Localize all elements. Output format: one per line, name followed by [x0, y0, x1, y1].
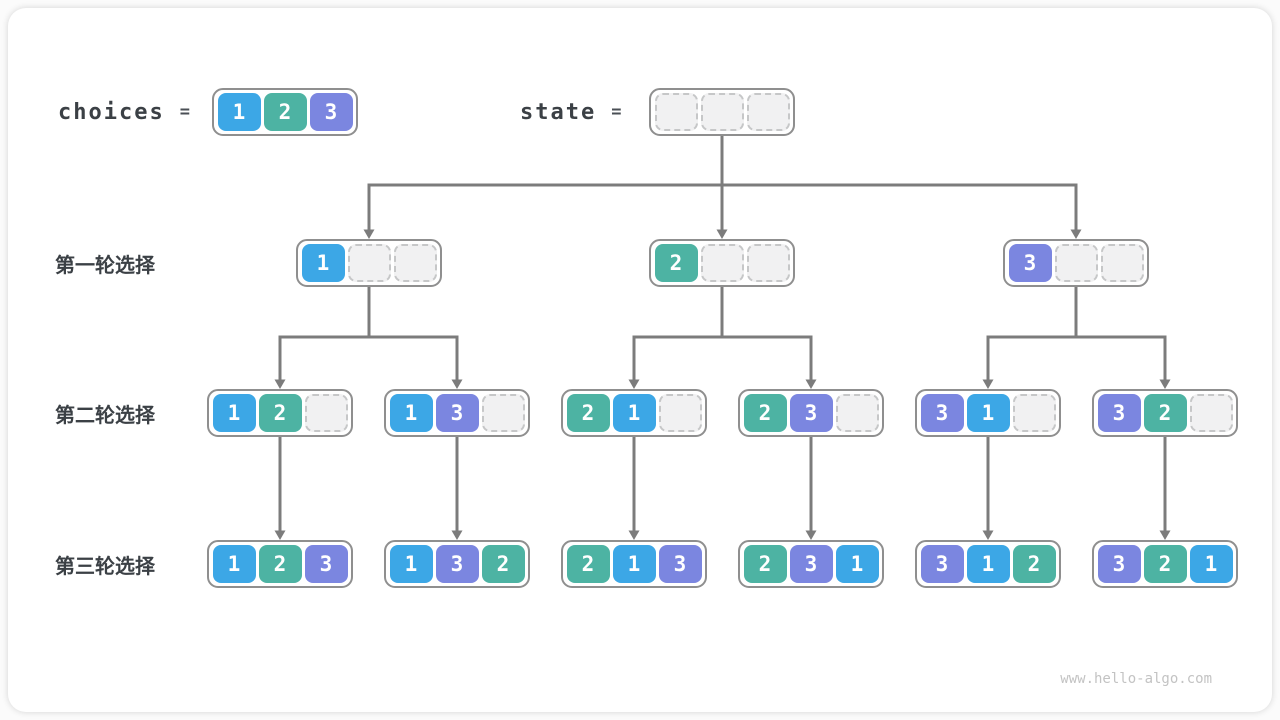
arrowhead-icon — [1159, 530, 1171, 540]
array-cell-3: 3 — [435, 394, 479, 432]
node-level1-1: 1 — [296, 239, 442, 287]
array-cell-1: 1 — [389, 394, 433, 432]
array-cell-empty — [746, 93, 790, 131]
state-equals-sign: = — [611, 102, 622, 122]
array-cell-empty — [658, 394, 702, 432]
state-array — [649, 88, 795, 136]
array-cell-2: 2 — [566, 545, 610, 583]
node-level1-3: 3 — [1003, 239, 1149, 287]
array-cell-2: 2 — [258, 545, 302, 583]
array-cell-1: 1 — [612, 394, 656, 432]
array-cell-empty — [1100, 244, 1144, 282]
array-cell-empty — [1054, 244, 1098, 282]
arrowhead-icon — [1159, 379, 1171, 389]
array-cell-1: 1 — [966, 394, 1010, 432]
array-cell-2: 2 — [654, 244, 698, 282]
array-cell-3: 3 — [789, 394, 833, 432]
array-cell-1: 1 — [389, 545, 433, 583]
array-cell-empty — [347, 244, 391, 282]
arrowhead-icon — [716, 229, 728, 239]
choices-equals-sign: = — [179, 102, 190, 122]
arrowhead-icon — [805, 530, 817, 540]
array-cell-3: 3 — [304, 545, 348, 583]
array-cell-empty — [393, 244, 437, 282]
array-cell-empty — [700, 244, 744, 282]
array-cell-3: 3 — [789, 545, 833, 583]
arrowhead-icon — [1070, 229, 1082, 239]
level-2-label: 第二轮选择 — [55, 404, 155, 427]
array-cell-2: 2 — [743, 545, 787, 583]
array-cell-3: 3 — [435, 545, 479, 583]
array-cell-1: 1 — [217, 93, 261, 131]
array-cell-empty — [746, 244, 790, 282]
array-cell-empty — [481, 394, 525, 432]
array-cell-2: 2 — [1012, 545, 1056, 583]
arrowhead-icon — [982, 379, 994, 389]
array-cell-empty — [1012, 394, 1056, 432]
array-cell-1: 1 — [966, 545, 1010, 583]
level-3-label: 第三轮选择 — [55, 555, 155, 578]
state-variable-label: state — [520, 99, 597, 125]
array-cell-3: 3 — [920, 545, 964, 583]
array-cell-3: 3 — [1097, 394, 1141, 432]
state-header: state = — [520, 88, 621, 136]
array-cell-2: 2 — [1143, 545, 1187, 583]
array-cell-empty — [835, 394, 879, 432]
node-level1-2: 2 — [649, 239, 795, 287]
choices-header: choices = — [58, 88, 190, 136]
array-cell-empty — [700, 93, 744, 131]
array-cell-2: 2 — [743, 394, 787, 432]
array-cell-1: 1 — [612, 545, 656, 583]
arrowhead-icon — [982, 530, 994, 540]
arrowhead-icon — [628, 530, 640, 540]
arrowhead-icon — [805, 379, 817, 389]
arrowhead-icon — [363, 229, 375, 239]
array-cell-2: 2 — [566, 394, 610, 432]
array-cell-3: 3 — [920, 394, 964, 432]
arrowhead-icon — [274, 379, 286, 389]
array-cell-2: 2 — [481, 545, 525, 583]
array-cell-3: 3 — [1008, 244, 1052, 282]
array-cell-3: 3 — [1097, 545, 1141, 583]
array-cell-empty — [1189, 394, 1233, 432]
array-cell-1: 1 — [1189, 545, 1233, 583]
array-cell-1: 1 — [835, 545, 879, 583]
array-cell-2: 2 — [1143, 394, 1187, 432]
level-1-label: 第一轮选择 — [55, 254, 155, 277]
array-cell-1: 1 — [212, 545, 256, 583]
arrowhead-icon — [628, 379, 640, 389]
arrowhead-icon — [451, 379, 463, 389]
array-cell-empty — [654, 93, 698, 131]
array-cell-1: 1 — [212, 394, 256, 432]
array-cell-2: 2 — [258, 394, 302, 432]
arrowhead-icon — [451, 530, 463, 540]
array-cell-1: 1 — [301, 244, 345, 282]
array-cell-empty — [304, 394, 348, 432]
choices-variable-label: choices — [58, 99, 165, 125]
array-cell-3: 3 — [309, 93, 353, 131]
arrowhead-icon — [274, 530, 286, 540]
array-cell-3: 3 — [658, 545, 702, 583]
watermark: www.hello-algo.com — [1060, 671, 1212, 687]
array-cell-2: 2 — [263, 93, 307, 131]
